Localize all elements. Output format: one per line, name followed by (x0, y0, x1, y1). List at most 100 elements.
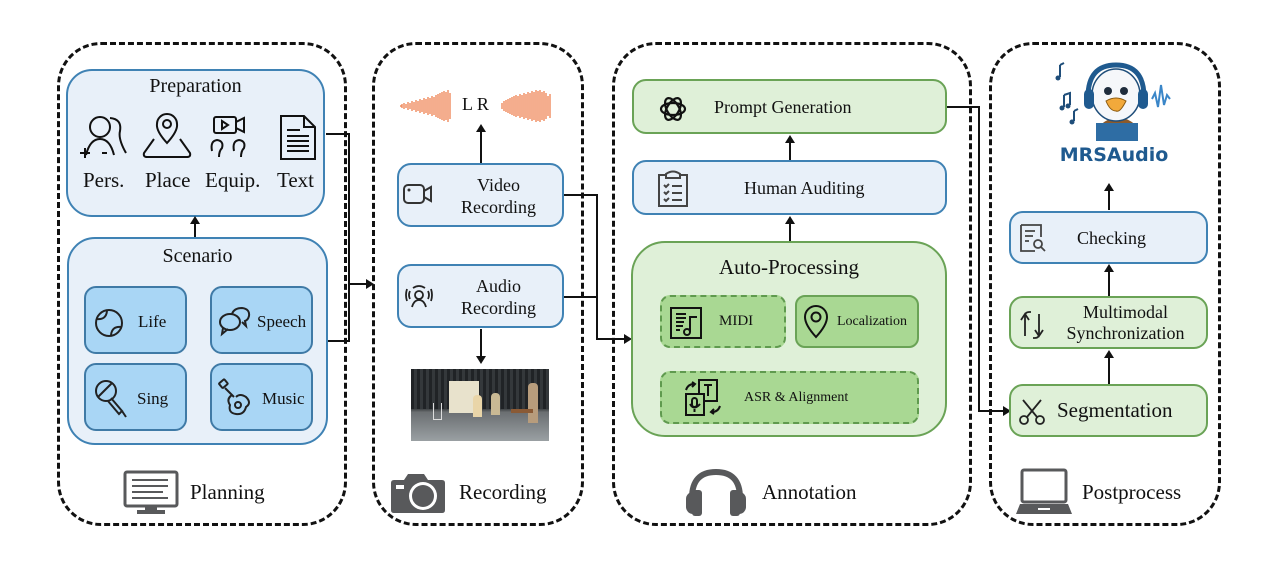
location-pin-icon (803, 305, 829, 339)
sync-arrows-icon (1020, 311, 1044, 339)
recording-label: Recording (459, 480, 547, 504)
document-icon (280, 115, 316, 160)
scenario-title: Scenario (162, 245, 233, 267)
connector-line (1108, 353, 1110, 384)
scenario-speech-label: Speech (257, 312, 307, 331)
connector-line (1108, 186, 1110, 210)
preparation-item-equip: Equip. (205, 168, 261, 192)
photo-chair (433, 403, 442, 420)
music-sheet-icon (670, 307, 702, 339)
human-auditing-box[interactable]: Human Auditing (632, 160, 947, 215)
camera-icon (391, 474, 445, 513)
scenario-sing[interactable]: Sing (84, 363, 187, 431)
connector-line (348, 283, 370, 285)
connector-line (596, 194, 598, 340)
voice-recording-icon (405, 285, 433, 308)
preparation-item-place: Place (145, 168, 191, 192)
prompt-generation-box[interactable]: Prompt Generation (632, 79, 947, 134)
connector-line (328, 340, 350, 342)
arrow-head-icon (1104, 350, 1114, 358)
clipboard-checklist-icon (658, 170, 688, 207)
multimodal-sync-label: Multimodal Synchronization (1049, 300, 1202, 346)
openai-icon (659, 97, 687, 121)
connector-line (978, 106, 980, 412)
scenario-life-label: Life (138, 312, 167, 331)
scissors-icon (1019, 399, 1045, 425)
connector-line (564, 194, 598, 196)
connector-line (326, 133, 350, 135)
video-camera-icon (403, 184, 432, 204)
midi-label: MIDI (719, 313, 754, 329)
arrow-head-icon (785, 135, 795, 143)
arrow-head-icon (624, 334, 632, 344)
localization-box[interactable]: Localization (795, 295, 919, 348)
planning-label: Planning (190, 480, 265, 504)
checking-label: Checking (1077, 228, 1146, 248)
connector-line (480, 128, 482, 163)
photo-person (491, 393, 500, 415)
connector-line (789, 219, 791, 241)
map-pin-icon (142, 113, 192, 158)
stage-photo (411, 369, 549, 441)
waveform-right-icon (501, 90, 551, 122)
midi-box[interactable]: MIDI (660, 295, 786, 348)
mrsaudio-mascot-icon (1055, 62, 1171, 141)
postprocess-label: Postprocess (1082, 480, 1182, 504)
photo-table (511, 409, 533, 413)
microphone-icon (95, 380, 127, 418)
planning-stage (57, 42, 347, 526)
connector-line (348, 133, 350, 342)
auto-processing-title: Auto-Processing (719, 255, 859, 279)
arrow-head-icon (366, 279, 374, 289)
recording-stage (372, 42, 584, 526)
connector-line (1108, 268, 1110, 296)
connector-line (194, 220, 196, 237)
scenario-music[interactable]: Music (210, 363, 313, 431)
photo-person (473, 395, 482, 417)
speech-bubbles-icon (219, 306, 251, 337)
multimodal-sync-line2: Synchronization (1066, 323, 1185, 343)
scenario-speech[interactable]: Speech (210, 286, 313, 354)
scenario-life[interactable]: Life (84, 286, 187, 354)
connector-line (596, 338, 626, 340)
multimodal-sync-box[interactable]: Multimodal Synchronization (1009, 296, 1208, 349)
segmentation-label: Segmentation (1057, 398, 1173, 422)
equipment-icon (210, 116, 246, 158)
ball-icon (95, 309, 123, 337)
segmentation-box[interactable]: Segmentation (1009, 384, 1208, 437)
annotation-label: Annotation (762, 480, 857, 504)
laptop-icon (1016, 468, 1072, 514)
photo-person (528, 383, 538, 423)
arrow-head-icon (190, 216, 200, 224)
audio-recording-box[interactable]: Audio Recording (397, 264, 564, 328)
localization-label: Localization (837, 314, 907, 329)
scenario-sing-label: Sing (137, 389, 169, 408)
arrow-head-icon (476, 356, 486, 364)
connector-line (564, 296, 598, 298)
audio-recording-label: Audio Recording (439, 272, 558, 322)
audio-recording-line1: Audio (476, 276, 521, 296)
preparation-item-pers: Pers. (83, 168, 125, 192)
monitor-icon (123, 470, 179, 514)
postprocess-stage (989, 42, 1221, 526)
arrow-head-icon (785, 216, 795, 224)
connector-line (789, 138, 791, 160)
connector-line (947, 106, 979, 108)
checking-box[interactable]: Checking (1009, 211, 1208, 264)
arrow-head-icon (1104, 264, 1114, 272)
document-search-icon (1020, 224, 1046, 252)
video-recording-label: Video Recording (439, 171, 558, 221)
mrsaudio-logo-text: MRSAudio (1059, 144, 1169, 166)
waveform-left-icon (400, 90, 451, 122)
multimodal-sync-line1: Multimodal (1083, 302, 1168, 322)
arrow-head-icon (1104, 183, 1114, 191)
audio-recording-line2: Recording (461, 298, 536, 318)
arrow-head-icon (1003, 406, 1011, 416)
headphones-icon (686, 468, 746, 516)
asr-alignment-box[interactable]: ASR & Alignment (660, 371, 919, 424)
persons-icon (80, 116, 127, 158)
video-recording-box[interactable]: Video Recording (397, 163, 564, 227)
arrow-head-icon (476, 124, 486, 132)
preparation-title: Preparation (149, 75, 242, 97)
speech-to-text-icon (685, 379, 721, 416)
